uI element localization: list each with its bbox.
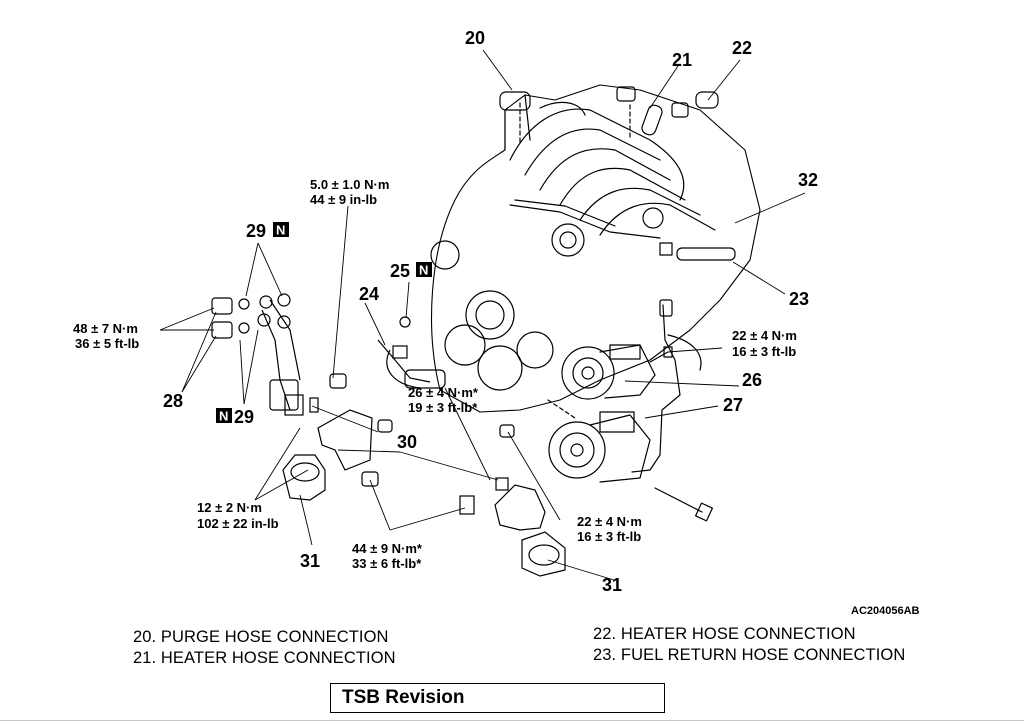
callout-25: 25 <box>390 261 410 281</box>
legend-left: 20. PURGE HOSE CONNECTION 21. HEATER HOS… <box>133 627 396 669</box>
svg-text:N: N <box>276 223 285 238</box>
torque-36ftlb: 36 ± 5 ft-lb <box>75 336 139 351</box>
callout-23: 23 <box>789 289 809 309</box>
callout-28: 28 <box>163 391 183 411</box>
torque-22nm-upper: 22 ± 4 N·m <box>732 328 797 343</box>
callout-29-top: 29 <box>246 221 266 241</box>
legend-item-20: 20. PURGE HOSE CONNECTION <box>133 628 389 646</box>
callout-30: 30 <box>397 432 417 452</box>
callout-27: 27 <box>723 395 743 415</box>
figure-id: AC204056AB <box>851 605 920 617</box>
svg-text:N: N <box>219 409 228 424</box>
engine-drawing <box>430 84 761 522</box>
callout-labels: 20 21 22 32 23 26 27 24 25 29 29 28 30 3… <box>163 28 818 595</box>
n-badge-25: N <box>416 262 432 278</box>
left-assembly <box>211 293 566 577</box>
torque-16ftlb-lower: 16 ± 3 ft-lb <box>577 529 641 544</box>
leader-lines <box>159 49 806 581</box>
n-badges: N N N <box>216 222 432 424</box>
torque-16ftlb-upper: 16 ± 3 ft-lb <box>732 344 796 359</box>
torque-12nm: 12 ± 2 N·m <box>197 500 262 515</box>
torque-19ftlb: 19 ± 3 ft-lb* <box>408 400 478 415</box>
exploded-view-diagram: 20 21 22 32 23 26 27 24 25 29 29 28 30 3… <box>73 28 920 617</box>
torque-44inlb: 44 ± 9 in-lb <box>310 192 377 207</box>
callout-24: 24 <box>359 284 379 304</box>
legend-item-23: 23. FUEL RETURN HOSE CONNECTION <box>593 646 906 664</box>
callout-31-right: 31 <box>602 575 622 595</box>
torque-44nm: 44 ± 9 N·m* <box>352 541 423 556</box>
legend-item-22: 22. HEATER HOSE CONNECTION <box>593 625 856 643</box>
legend-right: 22. HEATER HOSE CONNECTION 23. FUEL RETU… <box>593 624 905 666</box>
callout-22: 22 <box>732 38 752 58</box>
callout-31-left: 31 <box>300 551 320 571</box>
legend-item-21: 21. HEATER HOSE CONNECTION <box>133 649 396 667</box>
torque-26nm: 26 ± 4 N·m* <box>408 385 479 400</box>
torque-22nm-lower: 22 ± 4 N·m <box>577 514 642 529</box>
page-bottom-rule <box>0 720 1024 721</box>
callout-21: 21 <box>672 50 692 70</box>
svg-text:N: N <box>419 263 428 278</box>
torque-5nm: 5.0 ± 1.0 N·m <box>310 177 389 192</box>
tsb-revision-box: TSB Revision <box>330 683 665 713</box>
torque-48nm: 48 ± 7 N·m <box>73 321 138 336</box>
torque-33ftlb: 33 ± 6 ft-lb* <box>352 556 422 571</box>
torque-specs: 5.0 ± 1.0 N·m 44 ± 9 in-lb 48 ± 7 N·m 36… <box>73 177 797 571</box>
torque-102inlb: 102 ± 22 in-lb <box>197 516 279 531</box>
callout-29-bottom: 29 <box>234 407 254 427</box>
callout-26: 26 <box>742 370 762 390</box>
n-badge-29-top: N <box>273 222 289 238</box>
n-badge-29-bottom: N <box>216 408 232 424</box>
callout-20: 20 <box>465 28 485 48</box>
callout-32: 32 <box>798 170 818 190</box>
